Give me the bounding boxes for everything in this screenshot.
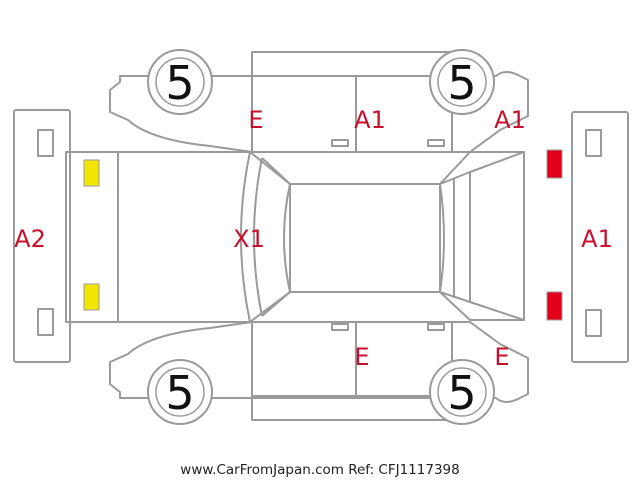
code-right-rear-quarter: E [494,343,509,371]
wheel-front-right: 5 [147,359,213,425]
wheel-label: 5 [165,366,194,420]
wheel-label: 5 [447,366,476,420]
roof-and-windshield [261,157,445,317]
wheel-rear-left: 5 [429,49,495,115]
headlamp-icon [83,283,100,311]
wheel-label: 5 [447,56,476,110]
code-left-rear-quarter: A1 [494,106,526,134]
code-right-rear-door: E [354,343,369,371]
wheels: 5 5 5 5 [147,49,495,425]
taillamp-icon [546,149,563,179]
rear-glass-and-trunk [439,151,525,321]
car-top-body [117,151,525,323]
damage-codes: E A1 A1 A2 X1 A1 E E [14,106,613,371]
code-hood: X1 [233,225,265,253]
lamps [83,149,563,321]
code-left-front-door: E [248,106,263,134]
wheel-rear-right: 5 [429,359,495,425]
taillamp-icon [546,291,563,321]
hood-panel [240,151,263,323]
code-front-bumper: A2 [14,225,46,253]
code-left-rear-door: A1 [354,106,386,134]
wheel-label: 5 [165,56,194,110]
wheel-front-left: 5 [147,49,213,115]
reference-footer: www.CarFromJapan.com Ref: CFJ1117398 [180,462,459,478]
rear-bumper [571,111,629,363]
front-bumper [13,109,71,363]
code-rear-bumper: A1 [581,225,613,253]
headlamp-icon [83,159,100,187]
